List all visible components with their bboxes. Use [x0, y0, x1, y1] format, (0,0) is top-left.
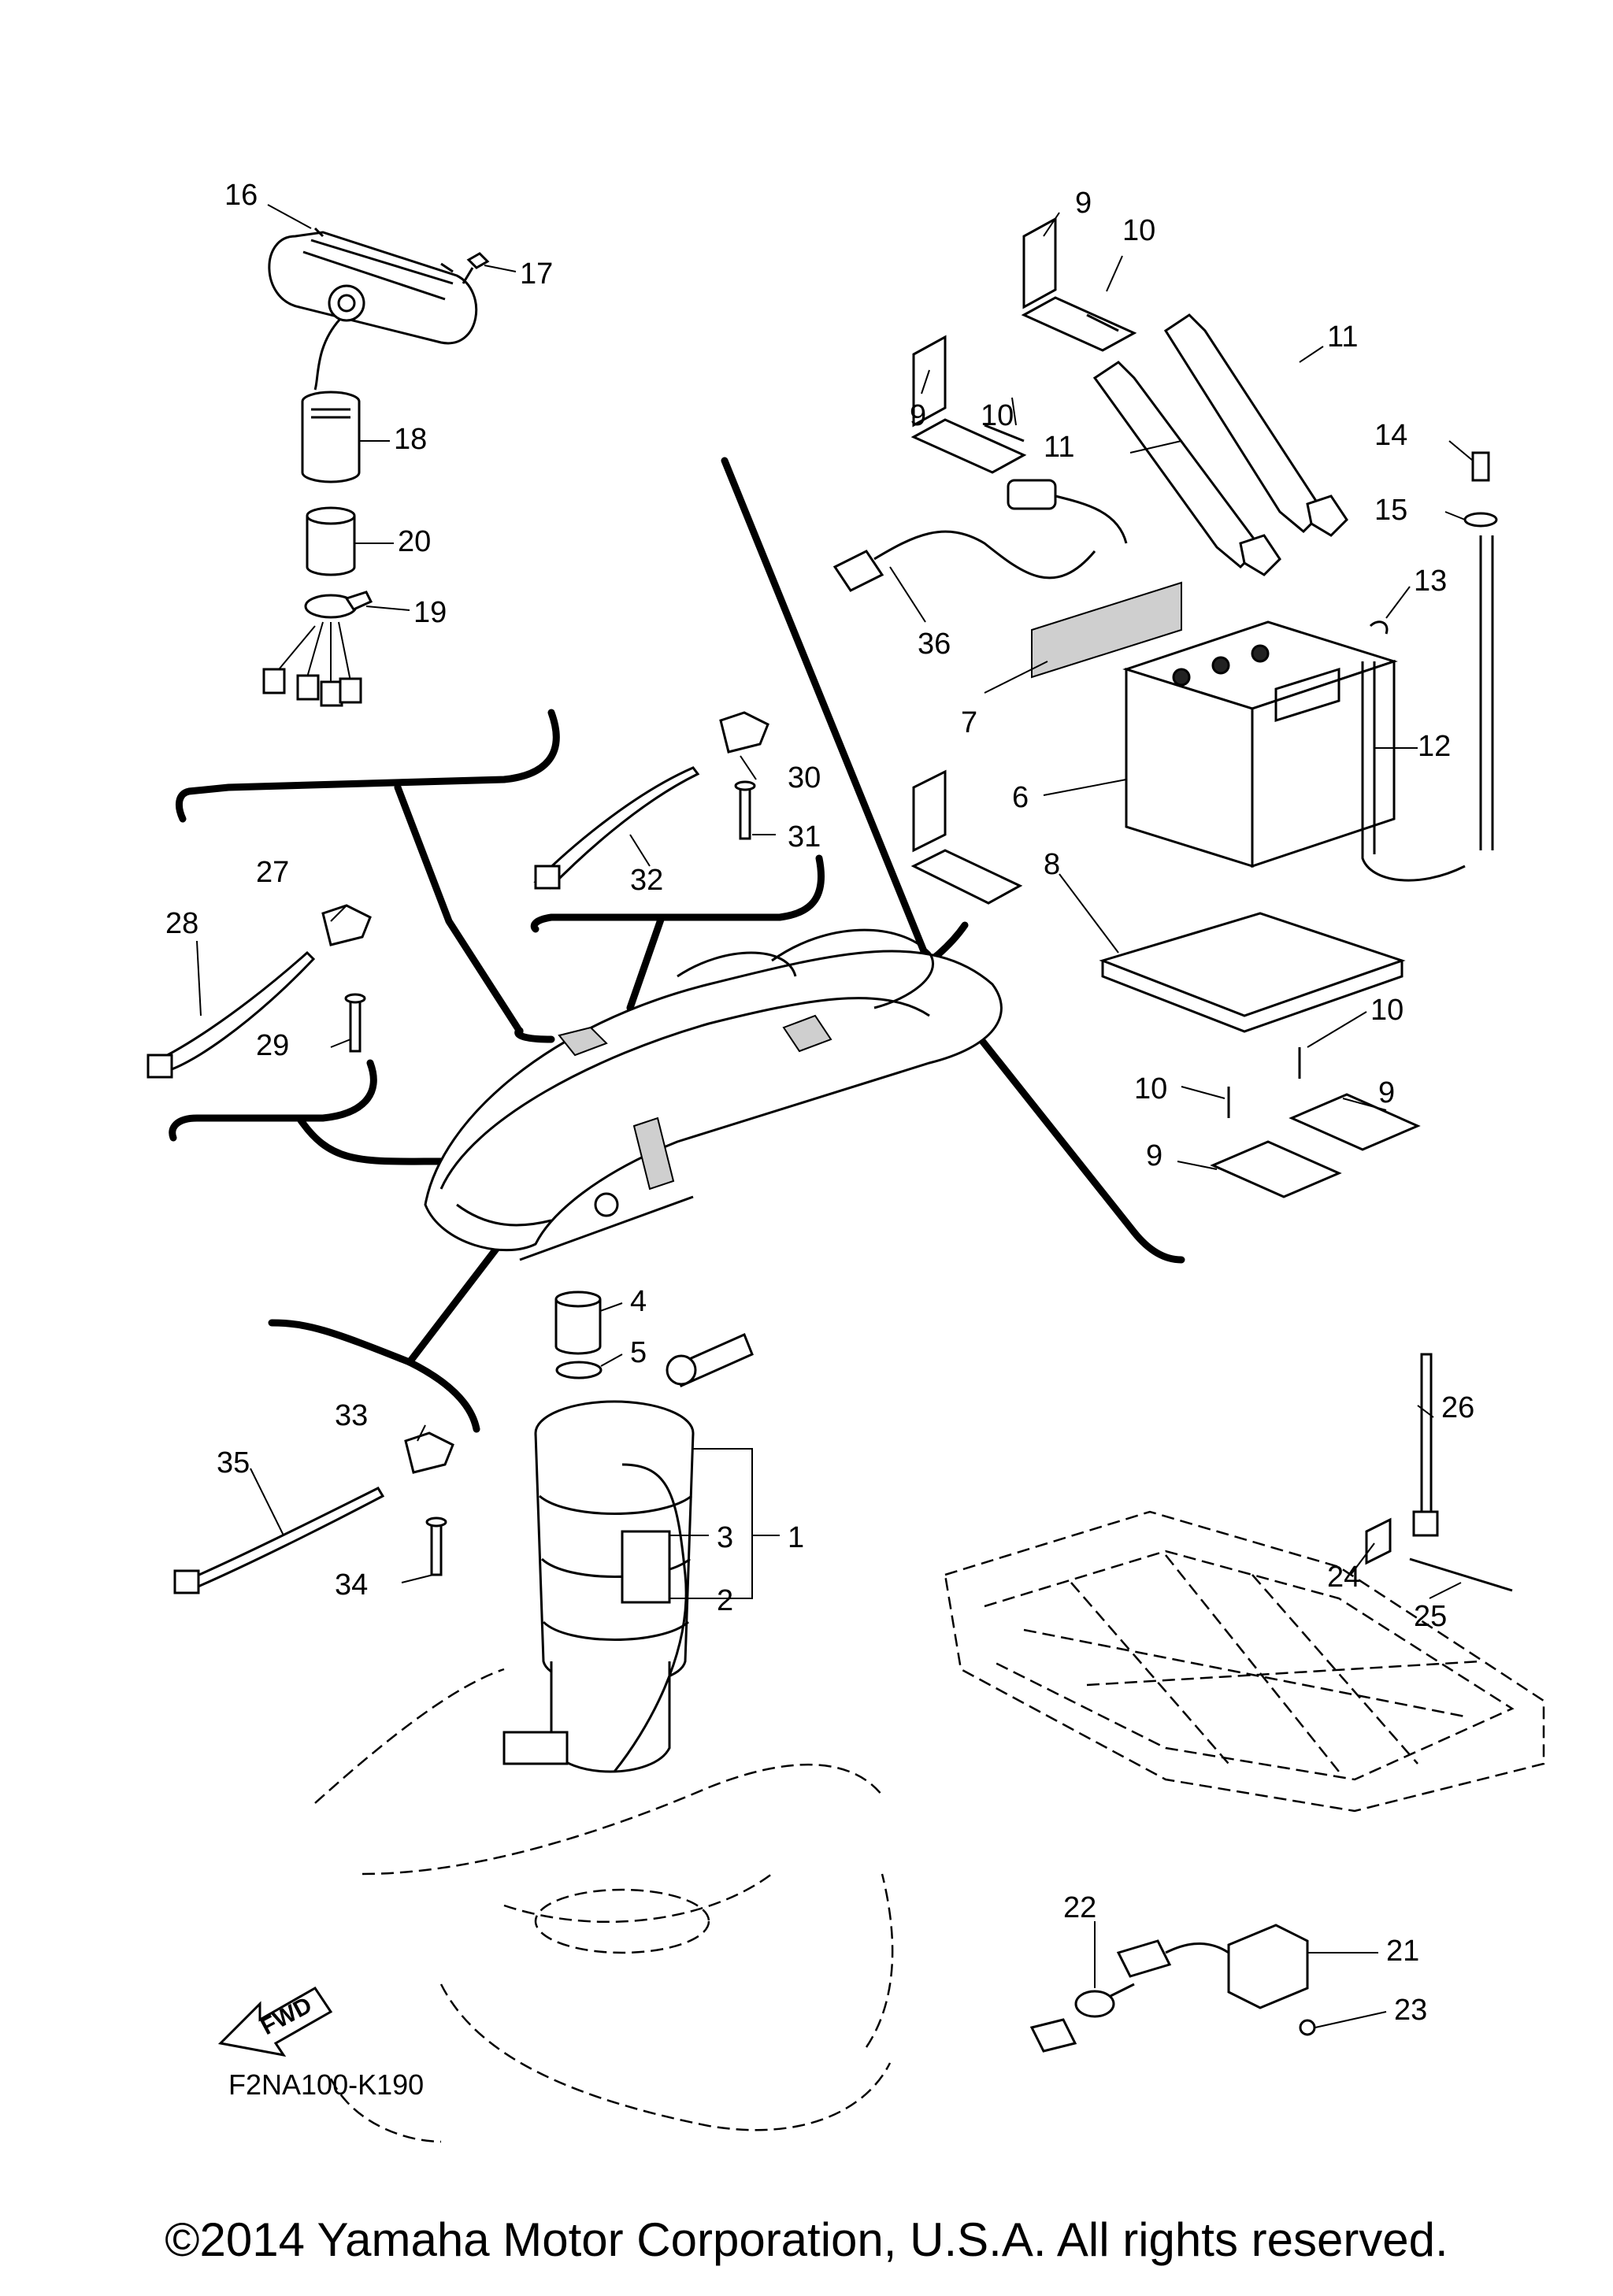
callout-24: 24 [1327, 1561, 1360, 1594]
callout-19: 19 [413, 596, 447, 629]
callout-5: 5 [630, 1336, 647, 1369]
callout-20: 20 [398, 525, 431, 558]
callout-11-left: 11 [1044, 431, 1074, 464]
callout-15: 15 [1374, 494, 1407, 527]
callout-10-lower-right: 10 [1370, 994, 1403, 1027]
callout-21: 21 [1386, 1935, 1419, 1968]
callout-9-top: 9 [1075, 187, 1092, 220]
callout-26: 26 [1441, 1391, 1474, 1424]
callout-7: 7 [961, 706, 977, 739]
fuel-pump-assembly [502, 1291, 754, 1773]
callout-27: 27 [256, 856, 289, 889]
callout-28: 28 [165, 907, 198, 940]
callout-22: 22 [1063, 1891, 1096, 1924]
watercraft-hull [424, 928, 1003, 1261]
callout-34: 34 [335, 1568, 368, 1602]
callout-2: 2 [717, 1584, 733, 1617]
callout-18: 18 [394, 423, 427, 456]
callout-14: 14 [1374, 419, 1407, 452]
callout-1: 1 [788, 1521, 804, 1554]
callout-35: 35 [217, 1446, 250, 1479]
callout-33: 33 [335, 1399, 368, 1432]
temperature-sensor-assembly [1029, 1924, 1316, 2053]
cable-tie-clamp-group-left [146, 904, 372, 1079]
callout-16: 16 [224, 179, 258, 212]
cable-tie-clamp-group-lower-left [173, 1431, 454, 1594]
callout-9-lower-right: 9 [1378, 1076, 1395, 1109]
copyright-notice: ©2014 Yamaha Motor Corporation, U.S.A. A… [165, 2213, 1448, 2266]
callout-17: 17 [520, 257, 553, 291]
callout-10-lower-left: 10 [1134, 1072, 1167, 1105]
callout-11-right: 11 [1327, 320, 1358, 354]
callout-6: 6 [1012, 781, 1029, 814]
callout-13: 13 [1414, 565, 1447, 598]
cable-tie-clamp-group-center [533, 711, 769, 890]
leader-lines [196, 204, 1474, 2028]
callout-36: 36 [918, 628, 951, 661]
callout-30: 30 [788, 761, 821, 794]
battery-assembly [832, 217, 1498, 1198]
section-bracket-lines [169, 457, 1185, 1433]
callout-9-lower-left: 9 [1146, 1139, 1162, 1172]
forward-direction-arrow: FWD [217, 1987, 333, 2057]
fuel-tank-outline [314, 1668, 894, 2143]
diagram-code: F2NA100-K190 [228, 2068, 424, 2101]
callout-31: 31 [788, 820, 821, 854]
callout-10-top: 10 [1122, 214, 1155, 247]
callout-3: 3 [717, 1521, 733, 1554]
callout-10-left: 10 [981, 399, 1014, 432]
callout-8: 8 [1044, 848, 1060, 881]
callout-4: 4 [630, 1285, 647, 1318]
callout-23: 23 [1394, 1994, 1427, 2027]
callout-9-left: 9 [910, 399, 926, 432]
callout-labels: 16 17 18 20 19 9 10 9 10 11 11 14 15 13 … [165, 179, 1474, 2027]
fuel-sender-cap-assembly [262, 227, 490, 707]
callout-12: 12 [1418, 730, 1451, 763]
callout-25: 25 [1414, 1600, 1447, 1633]
callout-32: 32 [630, 864, 663, 897]
callout-29: 29 [256, 1029, 289, 1062]
